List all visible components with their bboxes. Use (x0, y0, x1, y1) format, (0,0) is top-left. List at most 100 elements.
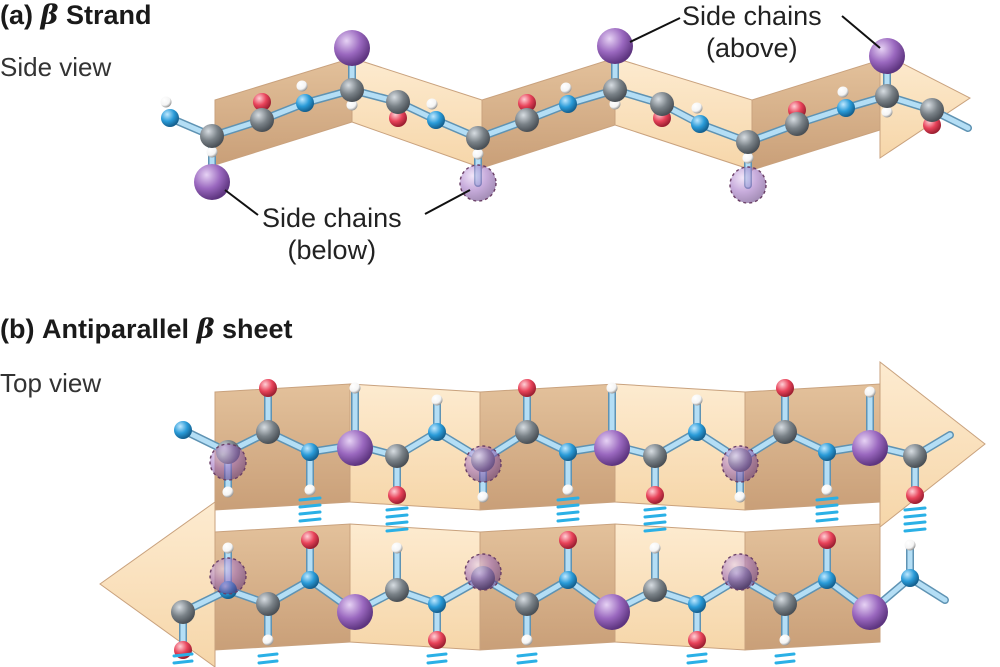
hydrogen-atom (346, 99, 358, 111)
panel-b-heading: (b) Antiparallel β sheet (0, 314, 293, 345)
oxygen-atom (301, 531, 319, 549)
hydrogen-atom (562, 484, 574, 496)
hydrogen-bond-dash (815, 503, 839, 509)
nitrogen-atom (174, 421, 192, 439)
side-chains-below-line2: (below) (287, 235, 377, 265)
hydrogen-bond-dash (298, 510, 322, 516)
hydrogen-atom (821, 484, 833, 496)
hydrogen-bond-dash (556, 517, 580, 523)
callout-leaders (224, 15, 881, 216)
oxygen-atom (259, 379, 277, 397)
nitrogen-atom (901, 569, 919, 587)
beta-strand-side-view (160, 28, 972, 204)
carbon-atom (643, 444, 667, 468)
nitrogen-atom (428, 595, 446, 613)
oxygen-atom (389, 109, 407, 127)
side-chain-atom (729, 166, 767, 204)
hydrogen-bond-dash (774, 659, 796, 665)
panel-b-letter: (b) (0, 314, 35, 344)
panel-b-title-post: sheet (222, 314, 293, 344)
nitrogen-atom (837, 99, 855, 117)
hydrogen-bond-dash (643, 513, 667, 519)
side-chain-atom (721, 445, 759, 483)
carbon-atom (773, 592, 797, 616)
hydrogen-atom (304, 484, 316, 496)
hydrogen-bond-dash (298, 517, 322, 523)
carbon-atom (385, 578, 409, 602)
carbon-atom (386, 90, 410, 114)
panel-a-heading: (a) β Strand (0, 0, 151, 31)
carbon-atom (643, 578, 667, 602)
carbon-atom (773, 420, 797, 444)
hydrogen-atom (477, 491, 489, 503)
side-chain-atom (721, 553, 759, 591)
carbon-atom (200, 124, 224, 148)
carbon-atom (515, 592, 539, 616)
hydrogen-atom (222, 486, 234, 498)
hydrogen-bond-dash (556, 510, 580, 516)
oxygen-atom (688, 631, 706, 649)
side-chains-above-callout: Side chains (above) (682, 0, 822, 64)
hydrogen-atom (734, 491, 746, 503)
hydrogen-bond-dash (903, 527, 927, 533)
panel-a-view-label: Side view (0, 52, 112, 82)
side-chain-atom (594, 594, 630, 630)
carbon-atom (650, 92, 674, 116)
carbon-atom (256, 420, 280, 444)
oxygen-atom (388, 486, 406, 504)
hydrogen-bond-dash (903, 513, 927, 519)
hydrogen-bond-dash (686, 659, 708, 665)
hydrogen-bond-dash (298, 496, 322, 502)
hydrogen-bond-dash (516, 652, 538, 658)
side-chain-atom (464, 445, 502, 483)
hydrogen-bond-dash (385, 513, 409, 519)
carbon-atom (736, 130, 760, 154)
oxygen-atom (518, 379, 536, 397)
nitrogen-atom (427, 111, 445, 129)
nitrogen-atom (818, 443, 836, 461)
side-chain-atom (594, 430, 630, 466)
hydrogen-atom (206, 146, 218, 158)
nitrogen-atom (301, 443, 319, 461)
oxygen-atom (428, 631, 446, 649)
oxygen-atom (818, 531, 836, 549)
leader-below-1 (224, 189, 259, 216)
side-chain-atom (209, 557, 247, 595)
hydrogen-bond-dash (426, 659, 448, 665)
hydrogen-bond-dash (903, 520, 927, 526)
hydrogen-atom (742, 152, 754, 164)
hydrogen-bond-dash (815, 510, 839, 516)
hydrogen-bond-dash (903, 506, 927, 512)
hydrogen-atom (472, 148, 484, 160)
carbon-atom (385, 444, 409, 468)
hydrogen-bond-dash (643, 506, 667, 512)
hydrogen-bond-dash (385, 506, 409, 512)
hydrogen-atom (560, 82, 572, 94)
leader-above-2 (841, 15, 881, 49)
hydrogen-atom (521, 634, 533, 646)
strand-arrowhead-left (99, 501, 216, 667)
hydrogen-atom (426, 98, 438, 110)
side-chains-below-line1: Side chains (262, 203, 402, 233)
hydrogen-atom (837, 86, 849, 98)
carbon-atom (466, 126, 490, 150)
side-chain-atom (209, 443, 247, 481)
side-chain-atom (334, 30, 370, 66)
hydrogen-bond-dash (298, 503, 322, 509)
hydrogen-bond-dash (257, 659, 279, 665)
panel-a-letter: (a) (0, 0, 33, 30)
oxygen-atom (253, 93, 271, 111)
carbon-atom (920, 98, 944, 122)
hydrogen-atom (904, 539, 916, 551)
leader-below-2 (424, 189, 471, 215)
nitrogen-atom (688, 595, 706, 613)
oxygen-atom (906, 486, 924, 504)
carbon-atom (250, 108, 274, 132)
side-chain-atom (852, 430, 888, 466)
antiparallel-sheet-top-view (99, 360, 986, 667)
side-chain-atom (597, 28, 633, 64)
carbon-atom (903, 444, 927, 468)
carbon-atom (171, 600, 195, 624)
